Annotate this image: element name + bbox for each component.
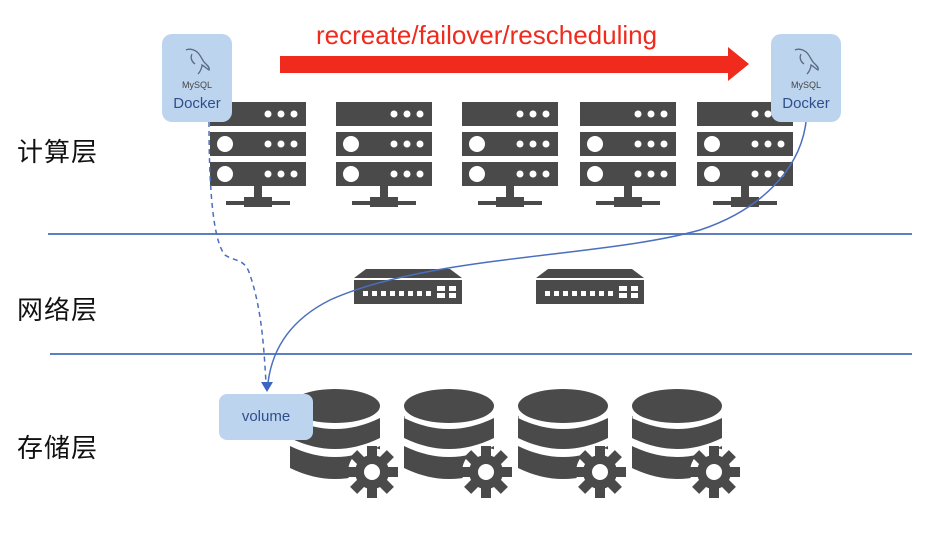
server-rack-icon: [462, 102, 558, 216]
svg-text:MySQL: MySQL: [182, 80, 212, 90]
server-rack-icon: [580, 102, 676, 216]
database-gear-icon: [289, 388, 402, 504]
docker-container-source[interactable]: MySQL Docker: [162, 34, 232, 122]
mysql-logo-icon: MySQL: [162, 44, 232, 94]
divider-compute-network: [48, 233, 912, 235]
layer-label-storage: 存储层: [17, 434, 99, 464]
database-gear-icon: [631, 388, 744, 504]
database-gear-icon: [403, 388, 516, 504]
mysql-logo-icon: MySQL: [771, 44, 841, 94]
network-switch-icon: [536, 269, 646, 309]
server-rack-icon: [336, 102, 432, 216]
volume-box[interactable]: volume: [219, 394, 313, 440]
docker-container-target[interactable]: MySQL Docker: [771, 34, 841, 122]
network-switch-icon: [354, 269, 464, 309]
divider-network-storage: [50, 353, 912, 355]
arrowhead-to-volume: [261, 382, 273, 392]
migration-arrow-shape: [280, 47, 749, 81]
layer-label-network: 网络层: [17, 296, 99, 326]
docker-label: Docker: [782, 95, 830, 112]
migration-arrow-label: recreate/failover/rescheduling: [316, 20, 658, 50]
layer-label-compute: 计算层: [17, 138, 99, 168]
database-gear-icon: [517, 388, 630, 504]
svg-text:MySQL: MySQL: [791, 80, 821, 90]
docker-label: Docker: [173, 95, 221, 112]
